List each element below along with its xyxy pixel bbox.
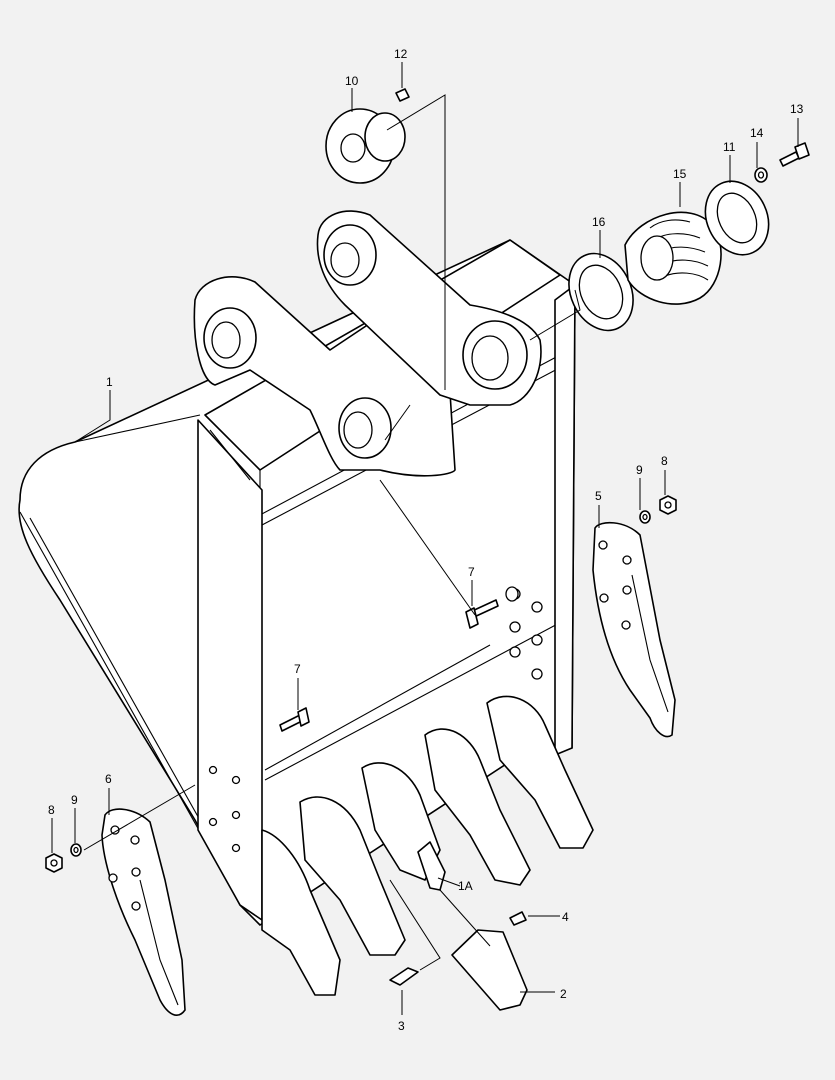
callout-plate-11: 11 xyxy=(723,140,736,154)
callout-tooth-adapter: 1A xyxy=(458,879,473,893)
leader-lines xyxy=(51,62,799,1015)
callout-retainer: 4 xyxy=(562,910,569,924)
callout-plate-16: 16 xyxy=(592,215,606,229)
retainer-4 xyxy=(509,911,527,926)
plate-11 xyxy=(704,180,770,256)
callout-shim-pack: 15 xyxy=(673,167,687,181)
callout-bolt-lower: 7 xyxy=(294,662,301,676)
tooth-adapters xyxy=(261,695,594,996)
callout-nut-right: 8 xyxy=(661,454,668,468)
callout-tooth: 2 xyxy=(560,987,567,1001)
callout-washer-right: 9 xyxy=(636,463,643,477)
tooth-1a xyxy=(417,841,446,891)
side-cutter-right xyxy=(592,521,676,738)
bolt-upper xyxy=(465,586,519,629)
nut-left xyxy=(45,853,63,873)
callout-washer-left: 9 xyxy=(71,793,78,807)
washer-right xyxy=(639,510,651,524)
callout-bucket: 1 xyxy=(106,375,113,389)
callout-washer-14: 14 xyxy=(750,126,764,140)
callout-pin-12: 12 xyxy=(394,47,408,61)
linkage-brackets xyxy=(193,210,542,477)
pin-12 xyxy=(395,88,410,102)
plate-16 xyxy=(568,252,634,332)
washer-14 xyxy=(754,167,768,183)
bolt-lower xyxy=(279,707,310,732)
callout-side-cutter-left: 6 xyxy=(105,772,112,786)
nut-right xyxy=(659,495,677,515)
side-cutter-left xyxy=(101,808,186,1016)
lock-pin-3 xyxy=(389,967,419,986)
shim-pack-15 xyxy=(624,211,722,305)
tooth-2 xyxy=(451,929,528,1011)
callout-lock-pin: 3 xyxy=(398,1019,405,1033)
callout-side-cutter-right: 5 xyxy=(595,489,602,503)
bushing-cap-10 xyxy=(325,108,406,184)
callouts: 1 1A 2 3 4 5 6 7 7 8 8 9 9 10 11 12 13 1… xyxy=(48,47,804,1033)
callout-nut-left: 8 xyxy=(48,803,55,817)
callout-bushing-cap: 10 xyxy=(345,74,359,88)
callout-bolt-upper: 7 xyxy=(468,565,475,579)
screw-13 xyxy=(779,142,810,167)
callout-screw-13: 13 xyxy=(790,102,804,116)
washer-left xyxy=(70,843,82,857)
